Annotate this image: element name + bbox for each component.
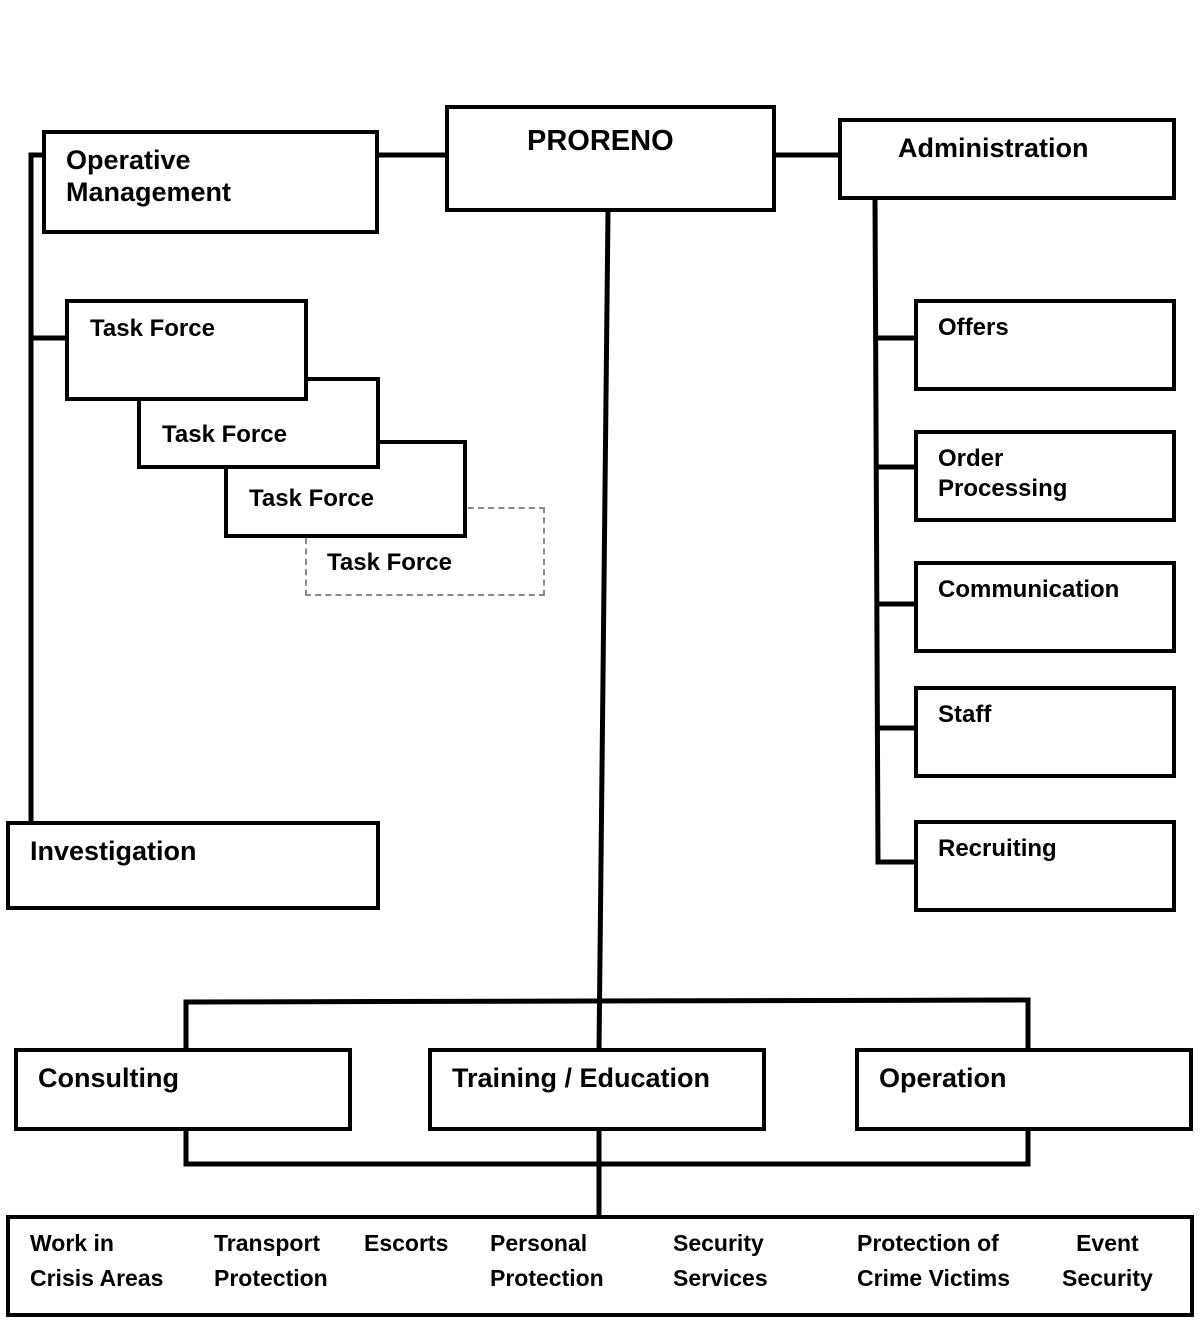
- offers-label: Offers: [938, 314, 1009, 341]
- service-transport-protection: Transport Protection: [214, 1230, 328, 1291]
- staff-label: Staff: [938, 701, 992, 728]
- connector-left-spine: [28, 152, 47, 825]
- order-processing-label: Order Processing: [938, 445, 1068, 502]
- connector-center-trunk: [596, 208, 611, 1053]
- investigation-label: Investigation: [30, 836, 197, 866]
- communication-label: Communication: [938, 576, 1120, 603]
- service-protection-of-crime-victims: Protection of Crime Victims: [857, 1230, 1010, 1291]
- administration-label: Administration: [898, 133, 1089, 163]
- operative-management-label: Operative Management: [66, 145, 232, 207]
- consulting-label: Consulting: [38, 1063, 179, 1093]
- task-force-box-1: [65, 299, 308, 401]
- root-box: [445, 105, 776, 212]
- services-box: [6, 1215, 1194, 1317]
- root-label: PRORENO: [527, 125, 674, 157]
- recruiting-label: Recruiting: [938, 835, 1057, 862]
- administration-box: [838, 118, 1176, 200]
- task-force-label-1: Task Force: [90, 315, 215, 342]
- training-education-box: [428, 1048, 766, 1131]
- connector-dept-bus-bottom: [183, 1126, 1031, 1167]
- consulting-box: [14, 1048, 352, 1131]
- training-education-label: Training / Education: [452, 1063, 711, 1093]
- operation-label: Operation: [879, 1063, 1007, 1093]
- operation-box: [855, 1048, 1193, 1131]
- service-work-in-crisis-areas: Work in Crisis Areas: [30, 1230, 164, 1291]
- connector-right-spine: [872, 195, 919, 865]
- staff-box: [914, 686, 1176, 778]
- connector-dept-bus-top: [183, 997, 1031, 1053]
- service-escorts: Escorts: [364, 1230, 449, 1256]
- service-event-security: Event Security: [1062, 1230, 1153, 1291]
- investigation-box: [6, 821, 380, 910]
- communication-box: [914, 561, 1176, 653]
- offers-box: [914, 299, 1176, 391]
- task-force-label-3: Task Force: [249, 485, 374, 512]
- order-processing-box: [914, 430, 1176, 522]
- task-force-label-2: Task Force: [162, 421, 287, 448]
- task-force-label-4: Task Force: [327, 549, 452, 576]
- service-personal-protection: Personal Protection: [490, 1230, 604, 1291]
- recruiting-box: [914, 820, 1176, 912]
- operative-management-box: [42, 130, 379, 234]
- service-security-services: Security Services: [673, 1230, 768, 1291]
